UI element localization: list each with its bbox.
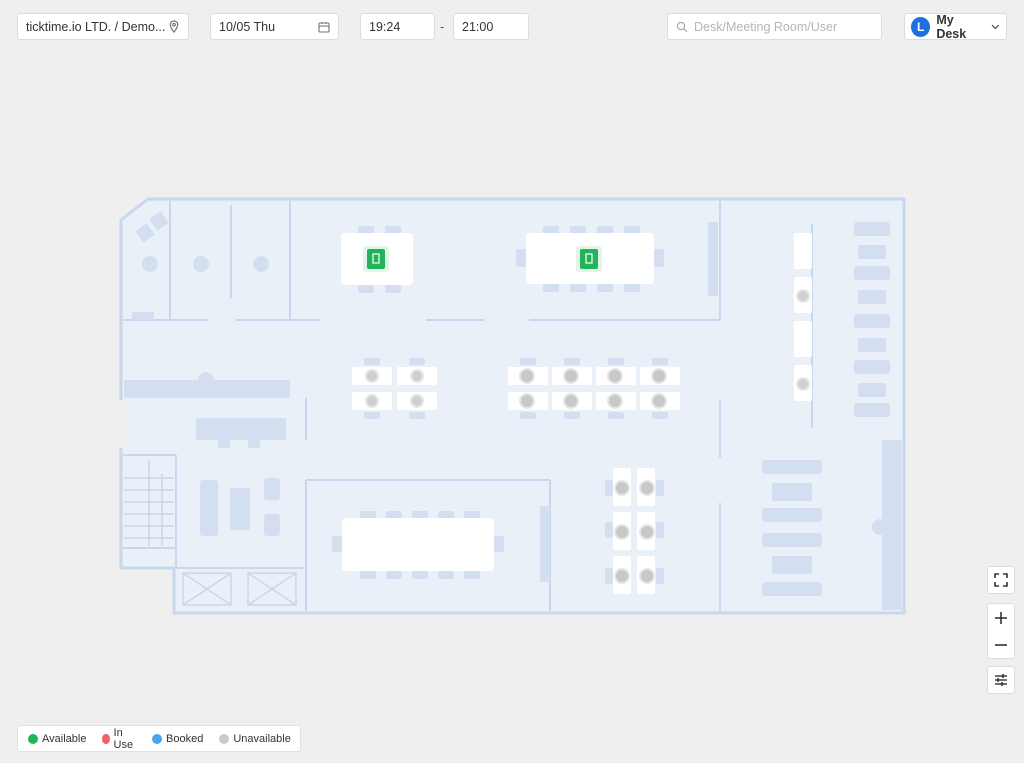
legend-label: Unavailable bbox=[233, 732, 291, 745]
lounge-seating bbox=[762, 222, 890, 596]
date-picker[interactable]: 10/05 Thu bbox=[210, 13, 339, 40]
my-desk-button[interactable]: L My Desk bbox=[904, 12, 1007, 41]
conference-table[interactable] bbox=[332, 511, 504, 579]
search-icon bbox=[676, 21, 688, 32]
furniture bbox=[124, 211, 902, 610]
avatar: L bbox=[911, 16, 931, 37]
search-input[interactable]: Desk/Meeting Room/User bbox=[667, 13, 882, 40]
legend-item-booked: Booked bbox=[152, 733, 203, 745]
zoom-controls bbox=[987, 603, 1015, 659]
date-label: 10/05 Thu bbox=[219, 19, 276, 34]
available-room-icon bbox=[580, 249, 598, 269]
time-separator: - bbox=[440, 19, 445, 34]
sliders-icon bbox=[995, 674, 1007, 686]
legend-item-available: Available bbox=[28, 733, 86, 745]
available-room-icon bbox=[367, 249, 385, 269]
desk-column-right[interactable] bbox=[794, 233, 812, 401]
room-icons bbox=[142, 256, 888, 535]
elevators bbox=[182, 572, 297, 606]
start-time-input[interactable]: 19:24 bbox=[360, 13, 435, 40]
filter-button[interactable] bbox=[987, 666, 1015, 694]
location-pin-icon bbox=[169, 20, 179, 33]
desk-cluster-c[interactable] bbox=[605, 468, 664, 594]
search-placeholder: Desk/Meeting Room/User bbox=[694, 19, 838, 34]
legend-item-in-use: In Use bbox=[102, 727, 136, 751]
unavailable-dot bbox=[219, 733, 230, 744]
available-dot bbox=[28, 733, 38, 744]
my-desk-label: My Desk bbox=[936, 12, 967, 41]
legend-label: In Use bbox=[113, 726, 134, 751]
fullscreen-icon bbox=[994, 573, 1008, 587]
chevron-down-icon bbox=[991, 24, 1000, 29]
end-time-input[interactable]: 21:00 bbox=[453, 13, 529, 40]
plus-icon bbox=[995, 611, 1007, 624]
meeting-room-2[interactable] bbox=[516, 226, 664, 292]
meeting-room-1[interactable] bbox=[341, 226, 413, 293]
entrance-gap bbox=[119, 400, 125, 448]
booked-dot bbox=[152, 733, 163, 744]
zoom-in-button[interactable] bbox=[988, 604, 1014, 631]
in-use-dot bbox=[102, 733, 110, 744]
location-selector[interactable]: ticktime.io LTD. / Demo... bbox=[17, 13, 189, 40]
minus-icon bbox=[995, 643, 1007, 646]
fullscreen-button[interactable] bbox=[987, 566, 1015, 594]
desk-cluster-b[interactable] bbox=[508, 358, 680, 419]
zoom-out-button[interactable] bbox=[988, 631, 1014, 658]
desk-cluster-a[interactable] bbox=[352, 358, 437, 419]
calendar-icon bbox=[318, 21, 330, 33]
legend-label: Booked bbox=[166, 732, 204, 745]
stairs bbox=[124, 460, 174, 546]
legend-label: Available bbox=[42, 732, 87, 745]
legend-item-unavailable: Unavailable bbox=[219, 732, 291, 745]
end-time-label: 21:00 bbox=[462, 19, 494, 34]
status-legend: Available In Use Booked Unavailable bbox=[17, 725, 301, 752]
start-time-label: 19:24 bbox=[369, 19, 401, 34]
